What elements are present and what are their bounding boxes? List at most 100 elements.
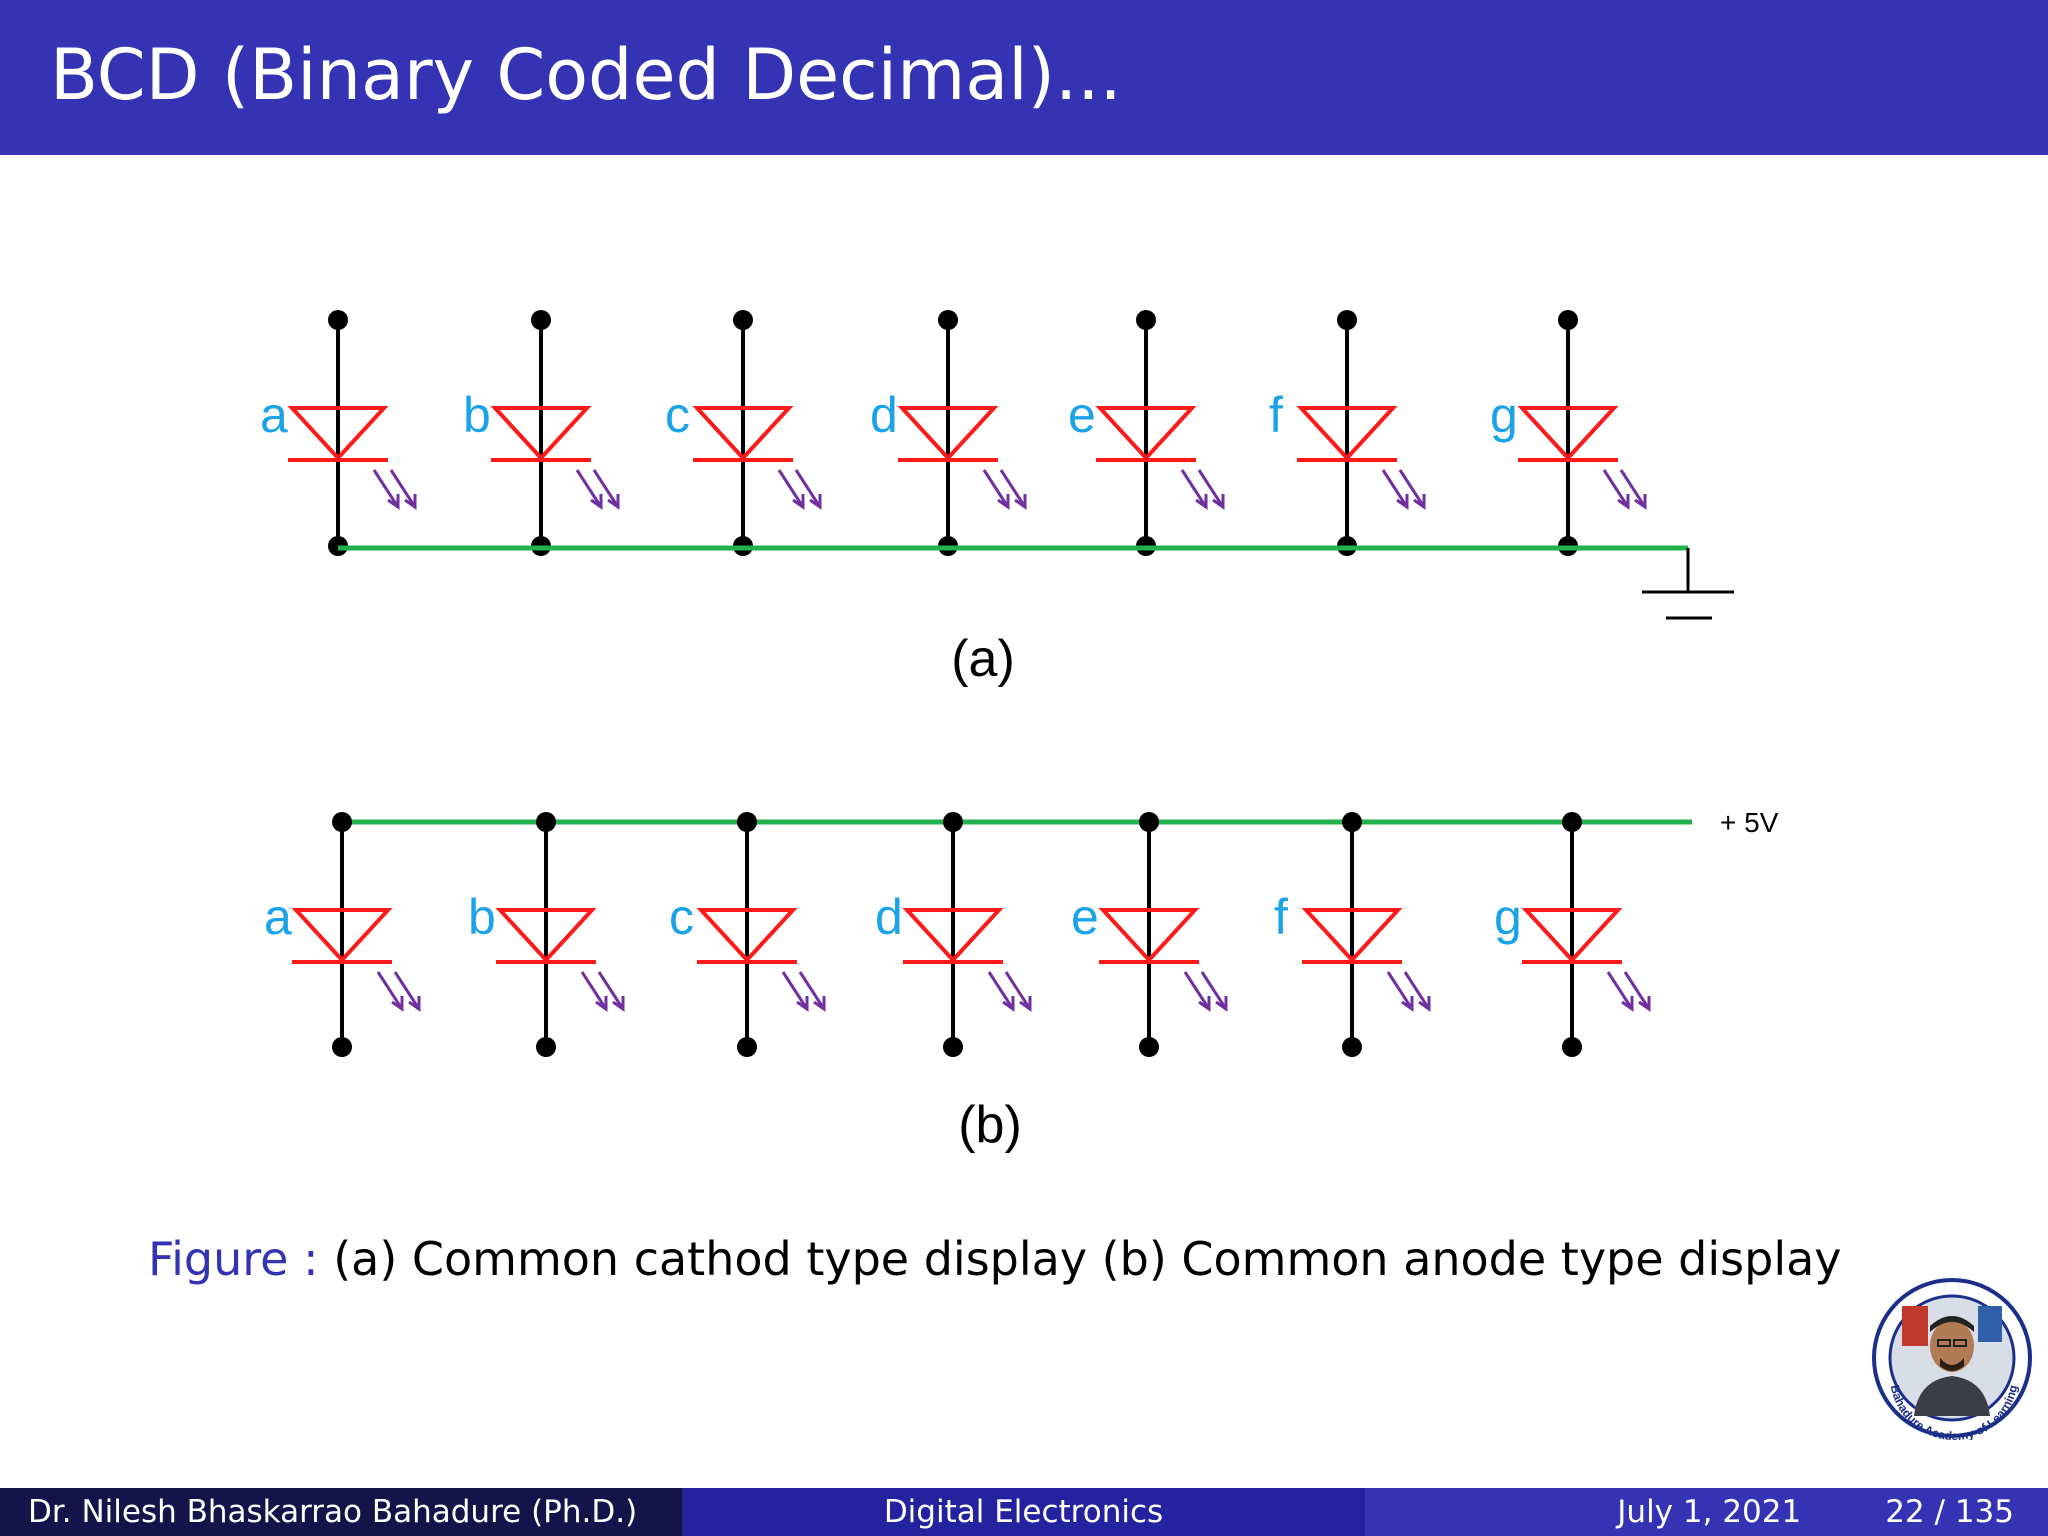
light-arrow <box>393 971 419 1007</box>
terminal-dot <box>1139 1037 1159 1057</box>
light-arrow <box>1004 971 1030 1007</box>
light-arrow-head <box>1401 996 1414 1012</box>
junction-dot <box>536 812 556 832</box>
terminal-dot <box>531 310 551 330</box>
figure-label-b: (b) <box>958 1096 1022 1154</box>
footer-course: Digital Electronics <box>682 1488 1365 1536</box>
segment-label-b: b <box>468 889 496 945</box>
segment-label-a: a <box>260 387 288 443</box>
footer-date-page: July 1, 2021 22 / 135 <box>1365 1488 2048 1536</box>
segment-label-f: f <box>1274 889 1288 945</box>
author-name: Dr. Nilesh Bhaskarrao Bahadure (Ph.D.) <box>28 1494 638 1530</box>
light-arrow <box>1606 971 1632 1007</box>
terminal-dot <box>733 310 753 330</box>
junction-dot <box>332 812 352 832</box>
light-arrow-head <box>1198 996 1211 1012</box>
light-arrow <box>575 469 601 505</box>
light-arrow-head <box>607 494 620 510</box>
light-arrow-head <box>1019 996 1032 1012</box>
light-arrow <box>1386 971 1412 1007</box>
light-arrow <box>580 971 606 1007</box>
diode-triangle <box>1301 908 1403 963</box>
junction-dot <box>1139 812 1159 832</box>
diode-triangle <box>692 406 794 461</box>
terminal-dot <box>332 1037 352 1057</box>
light-arrow <box>376 971 402 1007</box>
diode-triangle <box>291 908 393 963</box>
terminal-dot <box>328 310 348 330</box>
segment-label-f: f <box>1269 387 1283 443</box>
diode-triangle <box>490 406 592 461</box>
terminal-dot <box>737 1037 757 1057</box>
light-arrow-head <box>612 996 625 1012</box>
light-arrow-head <box>404 494 417 510</box>
title-bar: BCD (Binary Coded Decimal)... <box>0 0 2048 155</box>
course-name: Digital Electronics <box>883 1494 1164 1530</box>
light-arrow <box>389 469 415 505</box>
page-number: 22 / 135 <box>1885 1494 2014 1530</box>
footer-author: Dr. Nilesh Bhaskarrao Bahadure (Ph.D.) <box>0 1488 682 1536</box>
segment-label-d: d <box>875 889 903 945</box>
segment-label-e: e <box>1068 387 1096 443</box>
light-arrow-head <box>1638 996 1651 1012</box>
light-arrow-head <box>1002 996 1015 1012</box>
light-arrow <box>1200 971 1226 1007</box>
segment-label-c: c <box>669 889 694 945</box>
light-arrow-head <box>408 996 421 1012</box>
light-arrow <box>1602 469 1628 505</box>
terminal-dot <box>1136 310 1156 330</box>
light-arrow <box>1183 971 1209 1007</box>
light-arrow-head <box>1212 494 1225 510</box>
junction-dot <box>737 812 757 832</box>
light-arrow-head <box>1014 494 1027 510</box>
light-arrow-head <box>796 996 809 1012</box>
light-arrow-head <box>792 494 805 510</box>
caption-text: (a) Common cathod type display (b) Commo… <box>318 1232 1842 1286</box>
light-arrow-head <box>809 494 822 510</box>
diode-triangle <box>1517 406 1619 461</box>
terminal-dot <box>1342 1037 1362 1057</box>
footer-bar: Dr. Nilesh Bhaskarrao Bahadure (Ph.D.) D… <box>0 1488 2048 1536</box>
light-arrow <box>777 469 803 505</box>
terminal-dot <box>1558 310 1578 330</box>
figure-caption: Figure : (a) Common cathod type display … <box>148 1236 1842 1282</box>
light-arrow-head <box>1195 494 1208 510</box>
light-arrow-head <box>997 494 1010 510</box>
light-arrow <box>1398 469 1424 505</box>
light-arrow <box>794 469 820 505</box>
light-arrow <box>1197 469 1223 505</box>
supply-voltage-label: + 5V <box>1720 807 1779 838</box>
junction-dot <box>1342 812 1362 832</box>
slide-date: July 1, 2021 <box>1617 1494 1802 1530</box>
diode-triangle <box>696 908 798 963</box>
diode-triangle <box>1296 406 1398 461</box>
segment-label-e: e <box>1071 889 1099 945</box>
terminal-dot <box>1562 1037 1582 1057</box>
light-arrow-head <box>1621 996 1634 1012</box>
light-arrow <box>1381 469 1407 505</box>
terminal-dot <box>938 310 958 330</box>
segment-label-b: b <box>463 387 491 443</box>
light-arrow <box>372 469 398 505</box>
segment-label-c: c <box>665 387 690 443</box>
light-arrow-head <box>391 996 404 1012</box>
diode-triangle <box>1521 908 1623 963</box>
light-arrow-head <box>1413 494 1426 510</box>
junction-dot <box>1562 812 1582 832</box>
light-arrow-head <box>387 494 400 510</box>
light-arrow-head <box>1215 996 1228 1012</box>
light-arrow-head <box>595 996 608 1012</box>
terminal-dot <box>1337 310 1357 330</box>
segment-label-g: g <box>1494 889 1522 945</box>
light-arrow <box>1180 469 1206 505</box>
diode-triangle <box>902 908 1004 963</box>
light-arrow <box>597 971 623 1007</box>
light-arrow <box>987 971 1013 1007</box>
light-arrow <box>1403 971 1429 1007</box>
caption-prefix: Figure : <box>148 1232 319 1286</box>
light-arrow-head <box>813 996 826 1012</box>
figure-label-a: (a) <box>951 630 1015 688</box>
